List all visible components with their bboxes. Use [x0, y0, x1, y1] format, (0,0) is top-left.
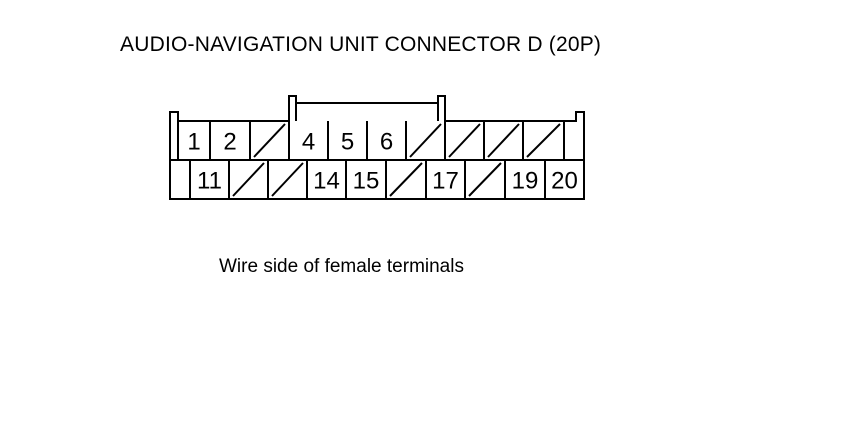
empty-cavity-slash — [409, 123, 442, 158]
terminal-number: 5 — [341, 129, 354, 156]
terminal-number: 6 — [380, 129, 393, 156]
empty-cavity-slash — [271, 162, 304, 197]
terminal-number: 15 — [353, 168, 380, 195]
terminal-number: 11 — [197, 168, 222, 195]
empty-cavity-slash — [487, 123, 520, 158]
diagram-caption: Wire side of female terminals — [219, 256, 464, 277]
empty-cavity-slash — [253, 123, 286, 158]
empty-cavity-slash — [232, 162, 265, 197]
empty-cavity-slash — [448, 123, 481, 158]
empty-cavity-slash — [389, 162, 423, 197]
terminal-number: 14 — [313, 168, 340, 195]
terminal-number: 2 — [223, 129, 236, 156]
connector-outline — [169, 95, 585, 200]
terminal-number: 4 — [302, 129, 315, 156]
terminal-number: 1 — [187, 129, 200, 156]
terminal-number: 19 — [512, 168, 539, 195]
diagram-title: AUDIO-NAVIGATION UNIT CONNECTOR D (20P) — [120, 33, 602, 56]
terminal-number: 17 — [432, 168, 459, 195]
connector-bottom-row: 11 14 15 17 19 20 — [189, 160, 578, 199]
empty-cavity-slash — [468, 162, 502, 197]
empty-cavity-slash — [526, 123, 561, 158]
terminal-number: 20 — [551, 168, 578, 195]
